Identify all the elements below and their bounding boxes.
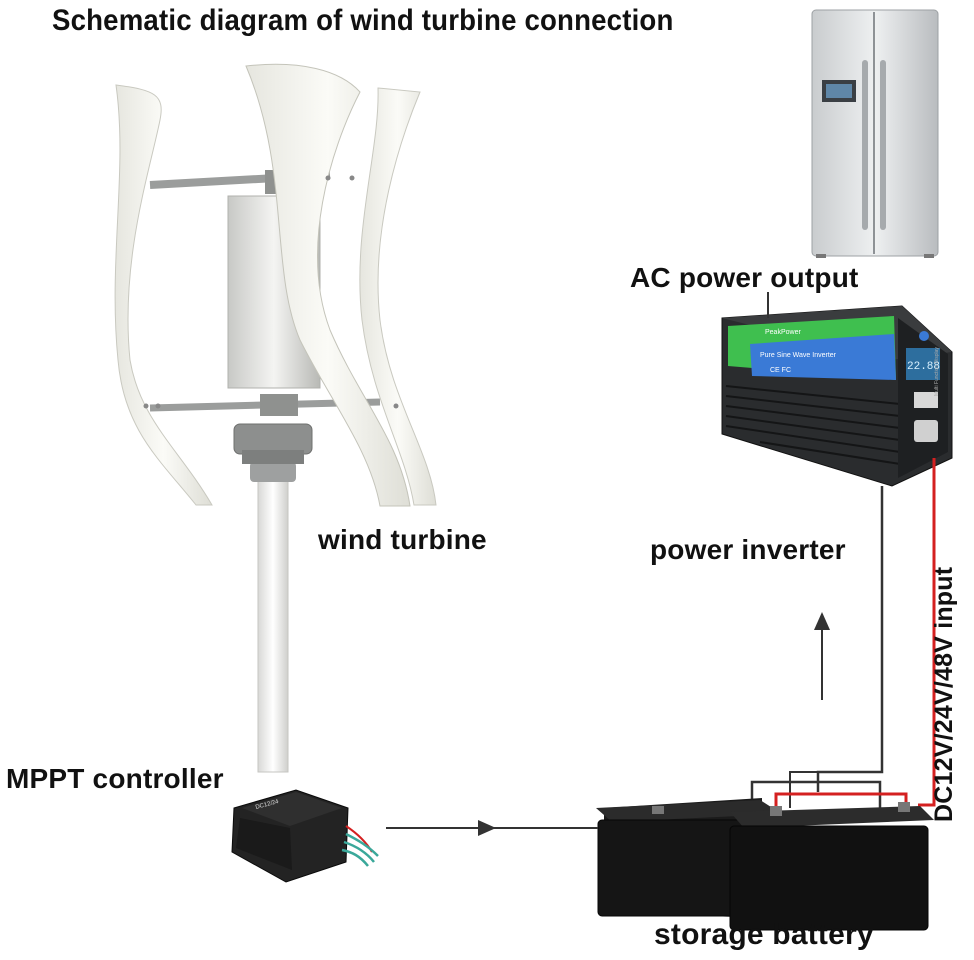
negative-wire: [816, 486, 884, 792]
diagram-title: Schematic diagram of wind turbine connec…: [52, 4, 674, 37]
storage-battery-label: storage battery: [654, 918, 874, 951]
ac-power-output-label: AC power output: [630, 262, 859, 293]
wind-turbine-label: wind turbine: [318, 524, 487, 555]
refrigerator-image: [811, 9, 939, 258]
power-inverter-image: PeakPower Pure Sine Wave Inverter CE FC …: [721, 305, 953, 487]
mppt-controller-image: DC12/24: [231, 789, 379, 883]
inverter-brand: PeakPower: [765, 329, 801, 336]
storage-battery-image: [596, 798, 934, 931]
dc-input-label: DC12V/24V/48V input: [930, 566, 958, 822]
power-inverter-label: power inverter: [650, 534, 846, 565]
positive-wire: [918, 458, 936, 807]
inverter-marks: CE FC: [770, 367, 791, 374]
wind-turbine-image: [114, 63, 437, 773]
inverter-model: Pure Sine Wave Inverter: [760, 352, 837, 359]
inverter-side-text: Multi Function Display: [934, 347, 940, 396]
inverter-display-value: 22.88: [907, 361, 940, 373]
mppt-controller-label: MPPT controller: [6, 763, 224, 794]
